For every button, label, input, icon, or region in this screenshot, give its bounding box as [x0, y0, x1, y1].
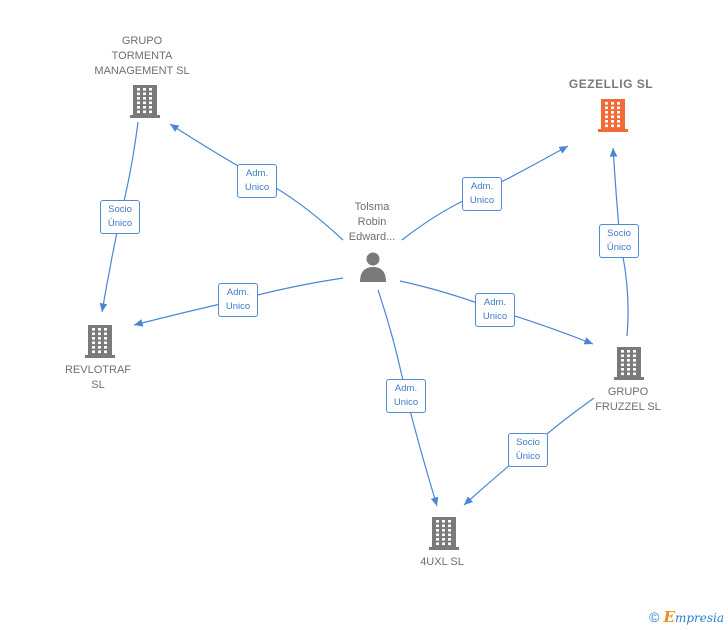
building-icon[interactable] [130, 85, 160, 118]
edge-label-fruzzel-to-uxl[interactable]: Socio Único [508, 433, 548, 467]
node-label-tormenta[interactable]: GRUPO TORMENTA MANAGEMENT SL [94, 35, 190, 77]
person-icon[interactable] [360, 252, 386, 283]
edge-label-person-to-uxl[interactable]: Adm. Unico [386, 379, 426, 413]
building-icon[interactable] [429, 517, 459, 550]
node-label-uxl[interactable]: 4UXL SL [420, 556, 464, 568]
copyright-icon: © [649, 609, 660, 625]
node-label-person[interactable]: Tolsma Robin Edward... [348, 201, 396, 243]
building-icon[interactable] [614, 347, 644, 380]
node-label-revlotraf[interactable]: REVLOTRAF SL [64, 364, 131, 391]
edge-label-fruzzel-to-gezellig[interactable]: Socio Único [599, 224, 639, 258]
node-label-fruzzel[interactable]: GRUPO FRUZZEL SL [595, 386, 661, 413]
footer: © Empresia [649, 608, 724, 626]
edge-label-tormenta-to-revlotraf[interactable]: Socio Único [100, 200, 140, 234]
edge-label-person-to-gezellig[interactable]: Adm. Unico [462, 177, 502, 211]
edge-label-person-to-tormenta[interactable]: Adm. Unico [237, 164, 277, 198]
node-label-gezellig[interactable]: GEZELLIG SL [568, 77, 654, 91]
edge-label-person-to-fruzzel[interactable]: Adm. Unico [475, 293, 515, 327]
edge-label-person-to-revlotraf[interactable]: Adm. Unico [218, 283, 258, 317]
brand-logo: Empresia [663, 608, 725, 626]
building-icon[interactable] [598, 99, 628, 132]
building-icon[interactable] [85, 325, 115, 358]
